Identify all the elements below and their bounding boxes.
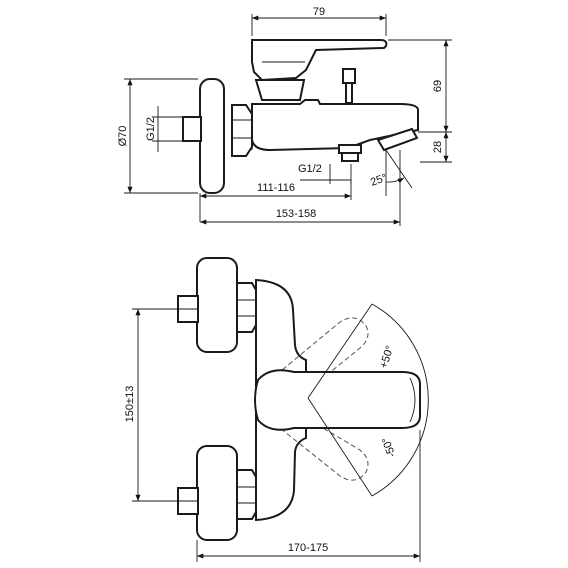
hex-nut-top [236, 282, 257, 333]
dim-height-28: 28 [432, 141, 444, 153]
side-view: 79 69 28 Ø70 G1/2 G1/2 25° 111 [117, 6, 452, 226]
wall-rosette-bottom [196, 445, 238, 541]
dim-thread-bottom: G1/2 [298, 163, 322, 175]
dim-center-distance: 150±13 [124, 386, 136, 423]
dim-overall-width: 170-175 [288, 542, 328, 554]
wall-rosette-side [199, 78, 225, 194]
hex-nut-side [231, 104, 253, 157]
hex-nut-bottom [236, 469, 257, 520]
lever-front [254, 369, 421, 431]
dim-angle-spout: 25° [369, 172, 389, 189]
dim-height-69: 69 [432, 80, 444, 92]
connection-pipe-side [182, 116, 202, 142]
lever-side [251, 39, 388, 82]
wall-rosette-top [196, 257, 238, 353]
diverter-knob-side [342, 68, 356, 84]
dim-reach-inner: 111-116 [257, 182, 295, 194]
front-view: +50° -50° 150±13 170-175 [124, 257, 429, 562]
dim-thread-left: G1/2 [145, 117, 157, 141]
dim-diameter: Ø70 [117, 126, 129, 147]
lever-ghost-up [269, 317, 369, 401]
dim-angle-down: -50° [380, 435, 398, 458]
mixer-body-side [251, 99, 419, 152]
spout-side [376, 127, 419, 152]
lever-ghost-down [269, 411, 369, 481]
shower-outlet-side [338, 144, 362, 154]
dim-reach-outer: 153-158 [276, 208, 316, 220]
dim-angle-up: +50° [378, 344, 397, 370]
dim-top-width: 79 [313, 6, 325, 18]
